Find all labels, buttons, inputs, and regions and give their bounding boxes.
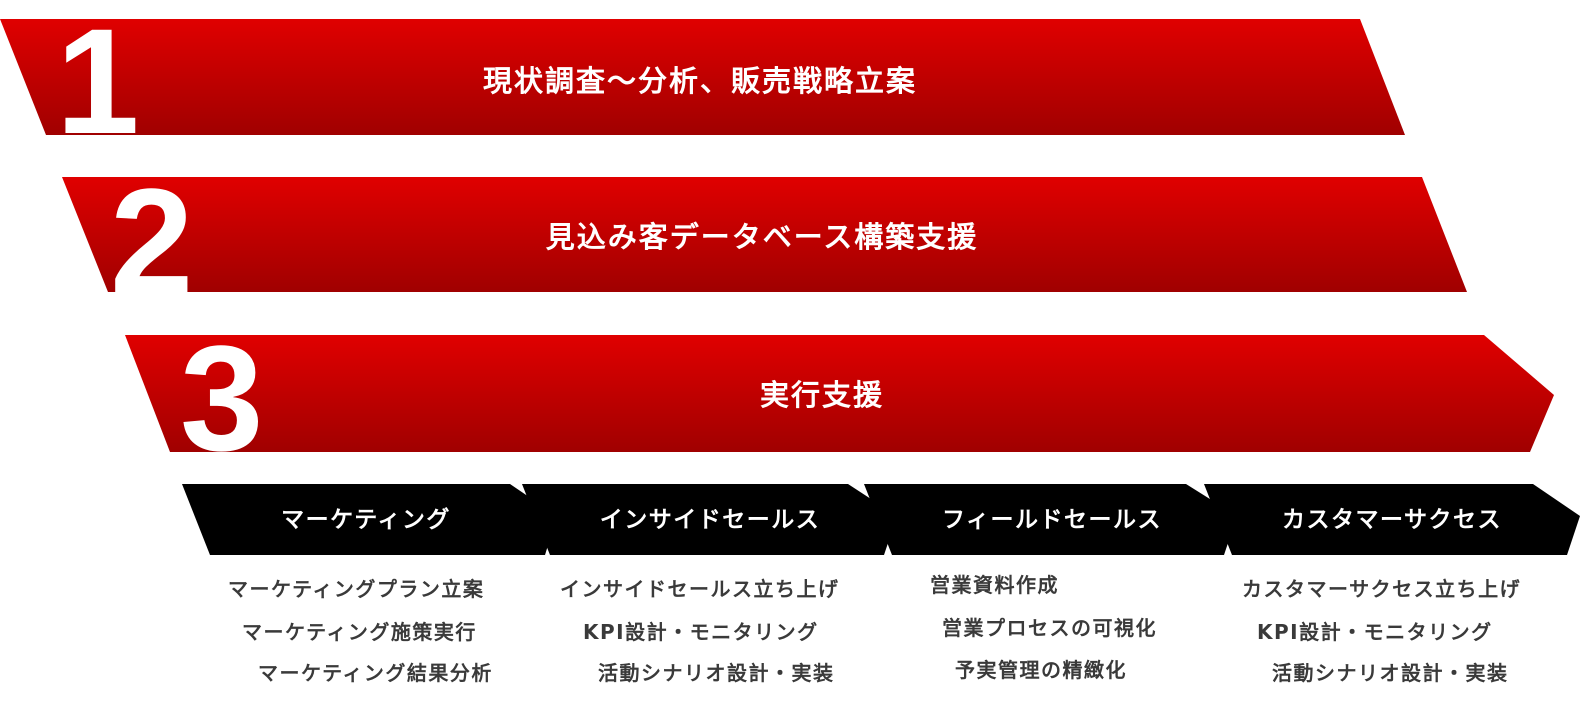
band-1-number: 1 — [56, 0, 139, 165]
phase-3-label: フィールドセールス — [941, 507, 1163, 533]
band-2-title: 見込み客データベース構築支援 — [545, 220, 979, 254]
phase-2-task-3: 活動シナリオ設計・実装 — [598, 661, 835, 685]
phase-3-task-3: 予実管理の精緻化 — [955, 658, 1127, 682]
band-3-title: 実行支援 — [759, 378, 885, 412]
phase-1-label: マーケティング — [281, 507, 451, 533]
phase-2-task-1: インサイドセールス立ち上げ — [560, 577, 840, 601]
phase-3-task-1: 営業資料作成 — [930, 573, 1059, 597]
phase-1-task-2: マーケティング施策実行 — [242, 620, 477, 644]
phase-4-task-2: KPI設計・モニタリング — [1257, 620, 1493, 644]
phase-2-task-2: KPI設計・モニタリング — [583, 620, 819, 644]
band-2-shape — [62, 177, 1467, 292]
phase-4-chevron — [1204, 484, 1580, 555]
band-1-title: 現状調査〜分析、販売戦略立案 — [482, 64, 918, 98]
phase-2-label: インサイドセールス — [599, 507, 821, 533]
phase-2-chevron — [522, 484, 897, 555]
phase-1-task-3: マーケティング結果分析 — [258, 661, 493, 685]
band-1-shape — [0, 19, 1405, 135]
phase-4-task-3: 活動シナリオ設計・実装 — [1272, 661, 1509, 685]
phase-4-label: カスタマーサクセス — [1281, 507, 1503, 533]
phase-3-task-2: 営業プロセスの可視化 — [942, 616, 1157, 640]
phase-4-task-1: カスタマーサクセス立ち上げ — [1242, 577, 1522, 601]
band-3-number: 3 — [180, 314, 263, 482]
phase-3-chevron — [864, 484, 1237, 555]
band-2-number: 2 — [110, 157, 193, 325]
phase-1-task-1: マーケティングプラン立案 — [228, 577, 485, 601]
phase-1-chevron — [182, 484, 557, 555]
band-3-shape — [125, 335, 1554, 452]
